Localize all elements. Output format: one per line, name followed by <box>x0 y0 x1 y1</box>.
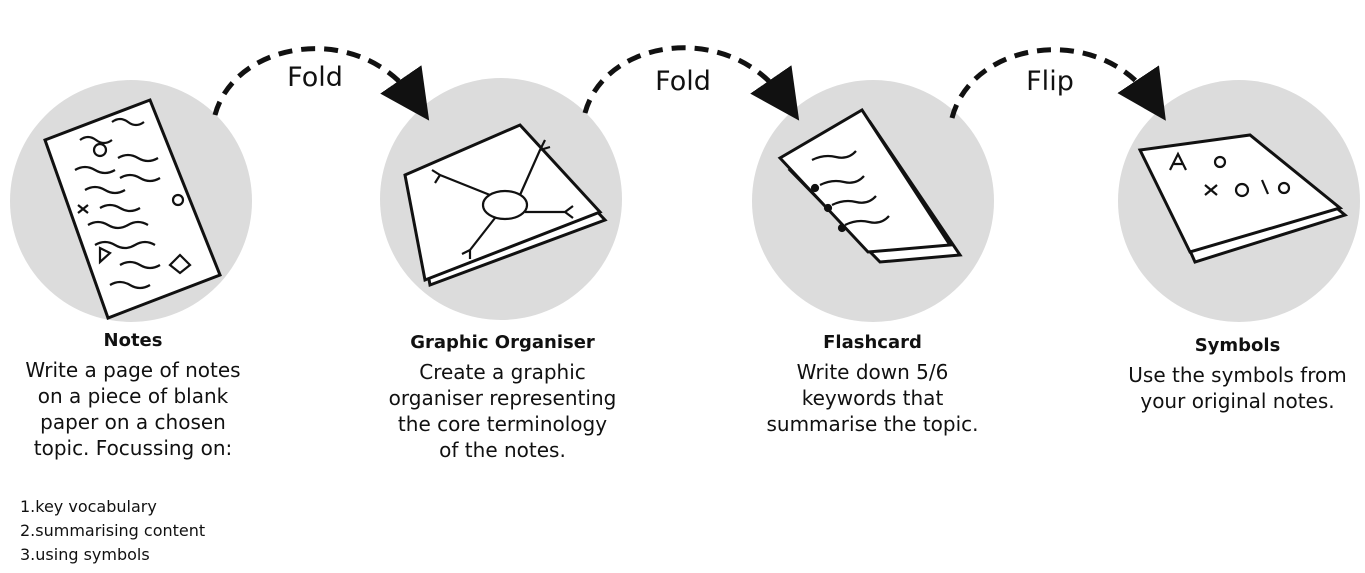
step-notes-list: 1.key vocabulary 2.summarising content 3… <box>20 495 205 567</box>
step-flashcard-caption: Flashcard Write down 5/6 keywords that s… <box>740 330 1005 437</box>
step-notes-caption: Notes Write a page of notes on a piece o… <box>0 328 268 461</box>
step-graphic-organiser-caption: Graphic Organiser Create a graphic organ… <box>365 330 640 463</box>
graphic-organiser-icon <box>403 123 608 288</box>
step-graphic-organiser-title: Graphic Organiser <box>410 332 595 353</box>
symbols-icon <box>1137 133 1349 264</box>
flashcard-icon <box>777 107 963 264</box>
step-notes-description: Write a page of notes on a piece of blan… <box>25 358 241 460</box>
step-flashcard-description: Write down 5/6 keywords that summarise t… <box>766 360 979 436</box>
step-flashcard-title: Flashcard <box>823 332 922 353</box>
step-symbols-title: Symbols <box>1194 335 1281 356</box>
list-item: 3.using symbols <box>20 545 150 564</box>
list-item: 2.summarising content <box>20 521 206 540</box>
step-graphic-organiser-description: Create a graphic organiser representing … <box>388 360 617 462</box>
step-symbols-caption: Symbols Use the symbols from your origin… <box>1105 333 1365 414</box>
step-symbols-description: Use the symbols from your original notes… <box>1128 363 1347 413</box>
arrow-label-fold-1: Fold <box>287 62 343 93</box>
fold-arrow-1 <box>212 46 430 121</box>
arrow-label-flip: Flip <box>1026 66 1074 97</box>
step-notes-title: Notes <box>103 330 163 351</box>
arrow-label-fold-2: Fold <box>655 66 711 97</box>
list-item: 1.key vocabulary <box>20 497 157 516</box>
flip-arrow <box>949 47 1166 121</box>
notes-page-icon <box>43 98 222 320</box>
fold-arrow-2 <box>582 45 800 121</box>
